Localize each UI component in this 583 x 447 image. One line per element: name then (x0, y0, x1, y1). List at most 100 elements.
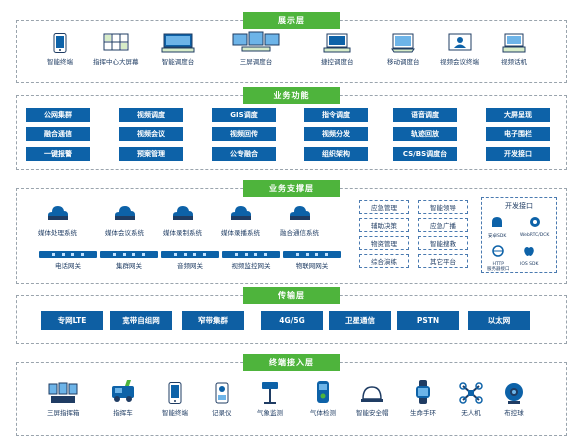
support-module: 应急管理 (359, 200, 409, 214)
gateway-item: 音频网关 (161, 251, 219, 270)
function-button: 公网集群 (26, 108, 90, 122)
display-item-label: 捷控调度台 (321, 58, 354, 66)
function-button: GIS调度 (212, 108, 276, 122)
mobile-console-icon (391, 33, 416, 53)
terminal-label: 三屏指挥箱 (47, 409, 80, 417)
display-item-label: 移动调度台 (387, 58, 420, 66)
display-item-label: 三屏调度台 (239, 58, 273, 66)
function-button: 预案管理 (119, 147, 183, 161)
gateway-item: 集群网关 (100, 251, 158, 270)
function-button: 视频分发 (304, 127, 368, 141)
terminal-label: 智能安全帽 (356, 409, 389, 417)
terminal-label: 无人机 (461, 409, 481, 417)
sdk-android: 安卓SDK (488, 213, 506, 239)
server-cloud-icon (172, 203, 194, 225)
video-conference-icon (448, 33, 472, 53)
terminal-item: 生命手环 (410, 380, 436, 417)
sdk-label: 安卓SDK (488, 234, 507, 239)
sdk-http: HTTP 服务器接口 (487, 242, 510, 272)
gateway-item: 电话网关 (39, 251, 97, 270)
sdk-webrtc: WebRTC/DCK (520, 213, 549, 238)
function-button: 视频调度 (119, 108, 183, 122)
command-box-icon (48, 382, 78, 404)
gateway-device-icon (39, 251, 97, 258)
server-label: 媒体录播系统 (221, 229, 260, 237)
display-item-quick-console: 捷控调度台 (321, 33, 354, 66)
dome-camera-icon (503, 382, 525, 404)
terminal-label: 指挥车 (113, 409, 133, 417)
function-button: 指令调度 (304, 108, 368, 122)
terminal-item: 记录仪 (212, 382, 232, 417)
gateway-device-icon (161, 251, 219, 258)
gateway-label: 电话网关 (55, 262, 81, 270)
function-button: 开发接口 (486, 147, 550, 161)
server-label: 媒体处理系统 (38, 229, 77, 237)
display-item-label: 指挥中心大屏幕 (93, 58, 139, 66)
transport-layer-title: 传输层 (243, 287, 340, 304)
terminal-label: 智能终端 (162, 409, 188, 417)
server-item: 媒体会议系统 (105, 203, 144, 237)
terminal-label: 气体检测 (310, 409, 336, 417)
gateway-label: 集群网关 (116, 262, 142, 270)
display-item-label: 智能终端 (47, 58, 73, 66)
server-cloud-icon (230, 203, 252, 225)
server-label: 融合通信系统 (280, 229, 319, 237)
support-module: 辅助决策 (359, 218, 409, 232)
function-button: 视频会议 (119, 127, 183, 141)
terminal-label: 气象监测 (257, 409, 283, 417)
display-item-video-wall: 指挥中心大屏幕 (93, 33, 139, 66)
function-button: 轨迹回放 (393, 127, 457, 141)
smartphone-icon (53, 33, 67, 53)
display-item-triple-screen: 三屏调度台 (232, 31, 280, 66)
terminal-item: 布控球 (503, 382, 525, 417)
support-layer-title: 业务支撑层 (243, 180, 340, 197)
webrtc-icon (528, 213, 542, 232)
video-wall-icon (103, 33, 129, 53)
transport-item: PSTN (397, 311, 459, 330)
drone-icon (459, 382, 483, 404)
server-item: 融合通信系统 (280, 203, 319, 237)
terminal-item: 气象监测 (257, 380, 283, 417)
apple-icon (522, 242, 536, 261)
display-item-video-conference: 视频会议终端 (440, 33, 479, 66)
transport-item: 窄带集群 (182, 311, 244, 330)
transport-item: 宽带自组网 (110, 311, 172, 330)
dispatch-console-icon (161, 33, 195, 53)
transport-item: 4G/5G (261, 311, 323, 330)
smart-terminal-icon (168, 382, 182, 404)
gateway-device-icon (283, 251, 341, 258)
open-interface-title: 开发接口 (505, 202, 533, 210)
transport-item: 专网LTE (41, 311, 103, 330)
weather-station-icon (259, 380, 281, 404)
server-label: 媒体会议系统 (105, 229, 144, 237)
server-item: 媒体录播系统 (221, 203, 260, 237)
server-cloud-icon (289, 203, 311, 225)
function-button: 组织架构 (304, 147, 368, 161)
business-function-layer (16, 95, 567, 170)
transport-item: 卫星通信 (329, 311, 391, 330)
terminal-label: 记录仪 (212, 409, 232, 417)
terminal-item: 气体检测 (310, 380, 336, 417)
terminal-item: 无人机 (459, 382, 483, 417)
terminal-layer-title: 终端接入层 (243, 354, 340, 371)
gateway-label: 物联网网关 (295, 262, 329, 270)
terminal-item: 三屏指挥箱 (47, 382, 80, 417)
server-item: 媒体录制系统 (163, 203, 202, 237)
function-button: 电子围栏 (486, 127, 550, 141)
android-icon (490, 213, 504, 232)
terminal-label: 布控球 (504, 409, 524, 417)
command-vehicle-icon (110, 378, 136, 404)
triple-screen-icon (232, 31, 280, 53)
body-camera-icon (215, 382, 229, 404)
display-item-video-phone: 视频话机 (501, 33, 527, 66)
terminal-layer (16, 362, 567, 436)
server-cloud-icon (47, 203, 69, 225)
server-label: 媒体录制系统 (163, 229, 202, 237)
support-module: 智能领导 (418, 200, 468, 214)
gateway-item: 视频监控网关 (222, 251, 280, 270)
terminal-label: 生命手环 (410, 409, 436, 417)
smart-helmet-icon (360, 384, 384, 404)
support-module: 物资管理 (359, 236, 409, 250)
terminal-item: 指挥车 (110, 378, 136, 417)
sdk-label: WebRTC/DCK (520, 233, 550, 238)
